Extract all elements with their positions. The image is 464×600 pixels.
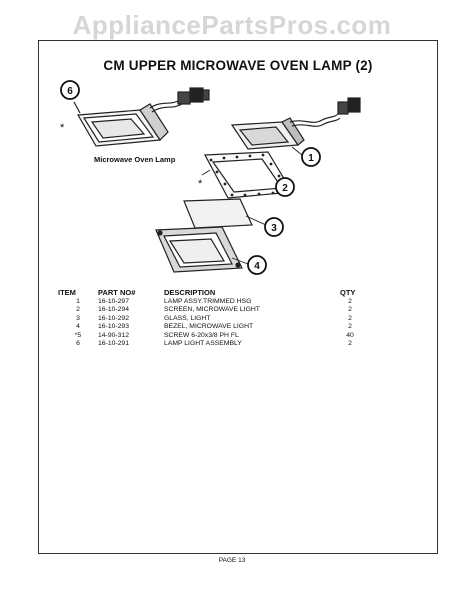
table-row: 1 16-10-297 LAMP ASSY.TRIMMED HSG 2	[58, 298, 360, 306]
cell-item: 4	[76, 323, 80, 331]
lamp-housing-illustration	[230, 97, 361, 150]
cell-part-no: 16-10-293	[98, 323, 129, 331]
table-row: *5 14-90-312 SCREW 6-20x3/8 PH FL 40	[58, 332, 360, 340]
table-row: 4 16-10-293 BEZEL, MICROWAVE LIGHT 2	[58, 323, 360, 331]
cell-qty: 2	[348, 306, 352, 314]
cell-description: SCREEN, MICROWAVE LIGHT	[164, 306, 260, 314]
cell-part-no: 14-90-312	[98, 331, 129, 339]
cell-description: LAMP ASSY.TRIMMED HSG	[164, 298, 252, 305]
cell-item: 3	[76, 314, 80, 322]
cell-qty: 2	[348, 340, 352, 348]
callout-3: 3	[264, 217, 284, 237]
cell-item: 1	[76, 298, 80, 305]
cell-item: 6	[76, 340, 80, 348]
callout-6: 6	[60, 80, 80, 100]
table-row: 3 16-10-292 GLASS, LIGHT 2	[58, 315, 360, 323]
cell-qty: 40	[346, 331, 354, 339]
table-header-row: ITEM PART NO# DESCRIPTION QTY	[58, 288, 360, 298]
bezel-illustration	[155, 226, 243, 273]
lamp-assembly-illustration	[73, 87, 210, 147]
cell-qty: 2	[348, 314, 352, 322]
callout-4-label: 4	[254, 261, 260, 272]
glass-illustration	[183, 198, 253, 229]
page-title: CM UPPER MICROWAVE OVEN LAMP (2)	[103, 58, 373, 73]
cell-part-no: 16-10-297	[98, 298, 129, 305]
page-number: PAGE 13	[218, 557, 246, 564]
cell-part-no: 16-10-294	[98, 306, 129, 314]
cell-qty: 2	[348, 323, 352, 331]
cell-item: 2	[76, 306, 80, 314]
cell-description: BEZEL, MICROWAVE LIGHT	[164, 323, 254, 331]
parts-table: ITEM PART NO# DESCRIPTION QTY 1 16-10-29…	[58, 288, 360, 348]
table-row: 6 16-10-291 LAMP LIGHT ASSEMBLY 2	[58, 340, 360, 348]
table-row: 2 16-10-294 SCREEN, MICROWAVE LIGHT 2	[58, 306, 360, 314]
cell-qty: 2	[348, 298, 352, 305]
header-qty: QTY	[340, 288, 356, 297]
callout-1-label: 1	[308, 153, 314, 164]
page-frame	[38, 40, 438, 554]
cell-description: SCREW 6-20x3/8 PH FL	[164, 331, 239, 339]
header-part-no: PART NO#	[98, 288, 136, 297]
callout-2-label: 2	[282, 183, 288, 194]
cell-description: GLASS, LIGHT	[164, 314, 211, 322]
cell-item: *5	[74, 331, 82, 339]
watermark: AppliancePartsPros.com	[72, 10, 392, 40]
asterisk-screen: *	[198, 178, 203, 190]
screen-illustration	[204, 151, 294, 199]
cell-description: LAMP LIGHT ASSEMBLY	[164, 340, 242, 348]
lamp-caption: Microwave Oven Lamp	[94, 155, 176, 164]
header-item: ITEM	[58, 288, 76, 297]
callout-4: 4	[247, 255, 267, 275]
callout-6-label: 6	[67, 86, 73, 97]
cell-part-no: 16-10-291	[98, 340, 129, 348]
asterisk-lamp: *	[60, 122, 65, 134]
callout-3-label: 3	[271, 223, 277, 234]
cell-part-no: 16-10-292	[98, 314, 129, 322]
callout-2: 2	[275, 177, 295, 197]
header-description: DESCRIPTION	[164, 288, 216, 297]
callout-1: 1	[301, 147, 321, 167]
